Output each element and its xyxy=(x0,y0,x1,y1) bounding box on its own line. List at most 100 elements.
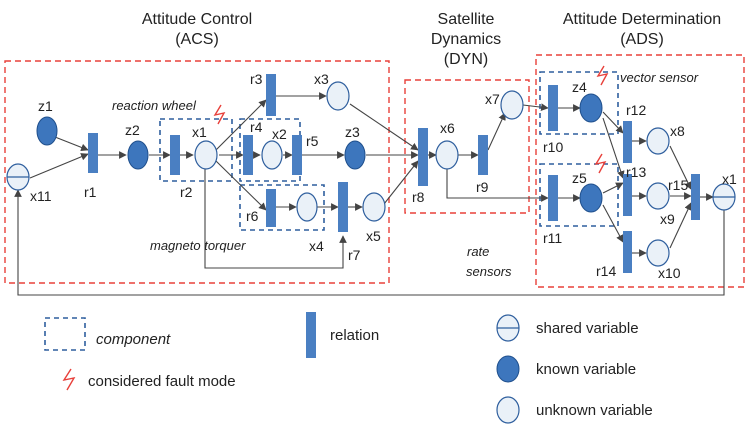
relation-r11 xyxy=(548,175,558,221)
label-r13: r13 xyxy=(626,164,646,180)
relation-r3 xyxy=(266,74,276,116)
label-r15: r15 xyxy=(668,177,688,193)
label-x5: x5 xyxy=(366,228,381,244)
title-ads-line1: Attitude Determination xyxy=(563,11,721,28)
fault-icon-reaction-wheel xyxy=(213,104,226,125)
edge-x11-r1 xyxy=(29,153,89,179)
variable-z2 xyxy=(127,140,149,170)
relation-r12 xyxy=(623,121,632,163)
legend-fault-label: considered fault mode xyxy=(88,373,236,390)
relation-r1 xyxy=(88,133,98,173)
node-labels: x11 z1 r1 z2 r2 x1 r3 r4 x2 r5 x3 z3 r6 … xyxy=(30,71,737,281)
label-x6: x6 xyxy=(440,120,455,136)
label-z4: z4 xyxy=(572,79,587,95)
subsystem-dyn-box xyxy=(404,79,530,214)
relation-r4 xyxy=(243,135,253,175)
relation-r7 xyxy=(338,182,348,232)
label-r9: r9 xyxy=(476,179,489,195)
label-r11: r11 xyxy=(543,230,562,246)
component-vector-sensor-box xyxy=(539,71,619,135)
title-dyn-line1: Satellite xyxy=(438,11,495,28)
label-r14: r14 xyxy=(596,263,616,279)
title-dyn-line3: (DYN) xyxy=(444,51,488,68)
edge-x5-r8 xyxy=(383,160,419,205)
variables xyxy=(6,81,736,267)
relations xyxy=(88,74,700,273)
annotation-magneto-torquer: magneto torquer xyxy=(150,238,246,253)
relation-r5 xyxy=(292,135,302,175)
variable-x2 xyxy=(261,140,283,170)
variable-x8 xyxy=(646,127,670,155)
label-x10: x10 xyxy=(658,265,681,281)
legend-component-label: component xyxy=(96,331,171,348)
relation-r14 xyxy=(623,231,632,273)
subsystem-ads-box xyxy=(535,54,745,288)
relation-r15 xyxy=(691,174,700,220)
edge-x10-r15 xyxy=(669,202,692,249)
annotation-rate-sensors-line1: rate xyxy=(467,244,489,259)
label-r2: r2 xyxy=(180,184,193,200)
edge-x6-r11 xyxy=(446,168,549,202)
label-r10: r10 xyxy=(543,139,563,155)
label-z5: z5 xyxy=(572,170,587,186)
edge-x3-r8 xyxy=(349,103,419,151)
label-r4: r4 xyxy=(250,119,263,135)
label-z1: z1 xyxy=(38,98,53,114)
label-r6: r6 xyxy=(246,208,259,224)
variable-z5 xyxy=(579,183,603,213)
edge-z5-r13 xyxy=(602,182,624,194)
title-acs: Attitude Control (ACS) xyxy=(142,11,252,48)
annotation-vector-sensor: vector sensor xyxy=(620,70,699,85)
edge-x1-x11-feedback xyxy=(14,189,725,296)
relation-r13 xyxy=(623,174,632,216)
edge-z1-r1 xyxy=(54,136,89,152)
component-rate-sensor-box xyxy=(539,163,619,227)
edge-x1-r3 xyxy=(215,99,267,151)
title-ads-line2: (ADS) xyxy=(620,31,664,48)
legend-known-label: known variable xyxy=(536,361,636,378)
variable-x10 xyxy=(646,239,670,267)
relation-r8 xyxy=(418,128,428,186)
label-r5: r5 xyxy=(306,133,319,149)
annotation-reaction-wheel: reaction wheel xyxy=(112,98,197,113)
title-dyn-line2: Dynamics xyxy=(431,31,501,48)
title-ads: Attitude Determination (ADS) xyxy=(563,11,721,48)
relation-r9 xyxy=(478,135,488,175)
legend-relation-swatch xyxy=(306,312,316,358)
legend-shared-label: shared variable xyxy=(536,320,639,337)
variable-x1 xyxy=(194,140,218,170)
legend-fault-icon xyxy=(62,368,76,391)
edge-x1-r6 xyxy=(215,160,267,211)
label-r7: r7 xyxy=(348,247,361,263)
edge-z4-r12 xyxy=(602,111,624,134)
edge-r9-x7 xyxy=(487,112,506,151)
variable-x4 xyxy=(296,192,318,222)
variable-z3 xyxy=(344,140,366,170)
label-x1: x1 xyxy=(192,124,207,140)
edges xyxy=(14,92,725,296)
title-acs-line2: (ACS) xyxy=(175,31,219,48)
fault-icon-rate-sensor xyxy=(594,153,607,174)
annotation-rate-sensors-line2: sensors xyxy=(466,264,512,279)
label-x8: x8 xyxy=(670,123,685,139)
label-x3: x3 xyxy=(314,71,329,87)
variable-x3 xyxy=(326,81,350,111)
label-x9: x9 xyxy=(660,211,675,227)
variable-x6 xyxy=(435,140,459,170)
title-acs-line1: Attitude Control xyxy=(142,11,252,28)
label-r8: r8 xyxy=(412,189,425,205)
relation-r2 xyxy=(170,135,180,175)
edge-z4-r13 xyxy=(602,117,625,179)
label-x2: x2 xyxy=(272,126,287,142)
legend: component considered fault mode relation… xyxy=(44,312,653,424)
label-r3: r3 xyxy=(250,71,263,87)
fault-icon-vector-sensor xyxy=(596,65,609,86)
variable-z4 xyxy=(579,93,603,123)
edge-z5-r14 xyxy=(602,204,624,243)
label-z2: z2 xyxy=(125,122,140,138)
legend-component-swatch xyxy=(44,317,86,351)
label-r1: r1 xyxy=(84,184,97,200)
subsystem-acs-box xyxy=(4,60,390,284)
edge-x1-r7 xyxy=(204,168,347,269)
